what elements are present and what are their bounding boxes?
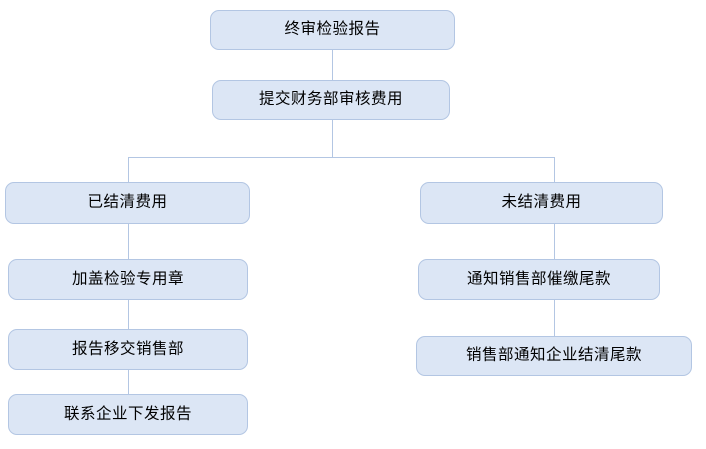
node-notify-sales-collect-balance[interactable]: 通知销售部催缴尾款: [418, 259, 660, 300]
node-affix-inspection-seal[interactable]: 加盖检验专用章: [8, 259, 248, 300]
connector-branch-bar: [128, 157, 555, 158]
node-fee-unsettled[interactable]: 未结清费用: [420, 182, 663, 224]
connector-step2-trunk: [332, 120, 333, 157]
node-transfer-report-to-sales[interactable]: 报告移交销售部: [8, 329, 248, 370]
connector-root-to-step2: [332, 50, 333, 80]
node-label: 终审检验报告: [284, 19, 381, 38]
connector-right-2-to-3: [554, 300, 555, 336]
connector-left-1-to-2: [128, 224, 129, 259]
node-sales-notify-company-settle-balance[interactable]: 销售部通知企业结清尾款: [416, 336, 692, 376]
node-label: 已结清费用: [87, 192, 168, 211]
node-label: 加盖检验专用章: [71, 269, 184, 288]
node-submit-finance-review-fee[interactable]: 提交财务部审核费用: [212, 80, 450, 120]
node-contact-company-issue-report[interactable]: 联系企业下发报告: [8, 394, 248, 435]
node-label: 通知销售部催缴尾款: [466, 269, 611, 288]
node-label: 报告移交销售部: [71, 339, 184, 358]
node-label: 销售部通知企业结清尾款: [465, 345, 642, 364]
connector-left-3-to-4: [128, 370, 129, 394]
node-label: 联系企业下发报告: [63, 404, 192, 423]
connector-branch-right-drop: [554, 157, 555, 182]
node-label: 提交财务部审核费用: [258, 89, 403, 108]
node-final-inspection-report[interactable]: 终审检验报告: [210, 10, 455, 50]
connector-branch-left-drop: [128, 157, 129, 182]
node-label: 未结清费用: [501, 192, 582, 211]
connector-right-1-to-2: [554, 224, 555, 259]
connector-left-2-to-3: [128, 300, 129, 329]
node-fee-settled[interactable]: 已结清费用: [5, 182, 250, 224]
